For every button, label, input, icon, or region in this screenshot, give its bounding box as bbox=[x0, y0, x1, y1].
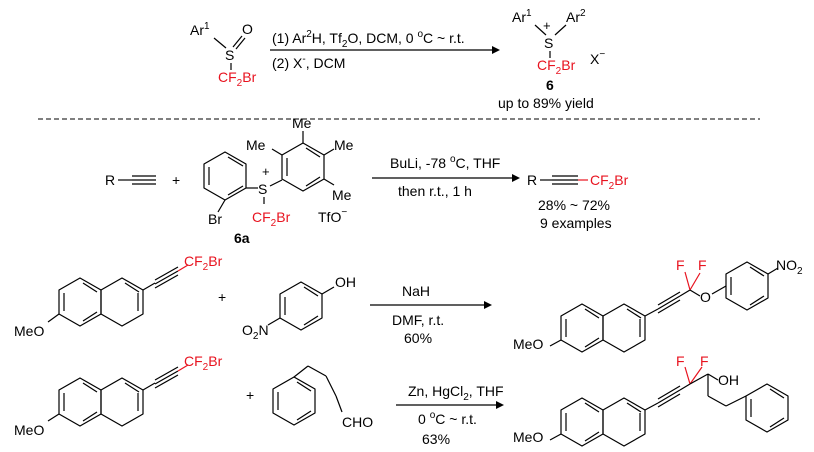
sulfonium-s: S bbox=[544, 35, 553, 51]
alcohol-product: MeO F F OH bbox=[513, 353, 789, 447]
phenylpropanal: CHO bbox=[272, 365, 373, 430]
svg-text:Me: Me bbox=[334, 137, 354, 153]
row2-condition-2: DMF, r.t. bbox=[392, 312, 444, 328]
alkyne-r: R bbox=[105, 172, 115, 188]
svg-text:OH: OH bbox=[718, 372, 739, 388]
reaction-row-3: MeO CF2Br + CHO Zn, HgCl2, THF 0 oC ~ r.… bbox=[14, 353, 789, 447]
top-condition-2: (2) X-, DCM bbox=[272, 54, 345, 71]
sulfur-6a: S bbox=[258, 181, 267, 197]
svg-text:MeO: MeO bbox=[14, 323, 44, 339]
sulfur-label: S bbox=[225, 47, 234, 63]
svg-text:CF2Br: CF2Br bbox=[184, 253, 223, 273]
row1-yield: 28% ~ 72% bbox=[538, 197, 610, 213]
row3-condition-1: Zn, HgCl2, THF bbox=[408, 383, 504, 403]
product-cf2br: CF2Br bbox=[590, 172, 629, 192]
svg-text:OH: OH bbox=[335, 274, 356, 290]
plus-sign-1: + bbox=[172, 172, 180, 188]
row3-yield: 63% bbox=[422, 431, 450, 447]
plus-sign-3: + bbox=[246, 387, 254, 403]
reaction-row-2: MeO CF2Br + OH O2N NaH DMF, r.t. 60% bbox=[14, 253, 803, 353]
row2-condition-1: NaH bbox=[402, 283, 430, 299]
compound-label-6: 6 bbox=[546, 77, 554, 93]
svg-text:+: + bbox=[262, 164, 270, 179]
svg-text:O: O bbox=[700, 289, 711, 305]
svg-text:F: F bbox=[698, 257, 707, 273]
ar1-sup: 1 bbox=[204, 21, 210, 32]
svg-text:Ar2: Ar2 bbox=[566, 8, 586, 25]
svg-text:MeO: MeO bbox=[513, 336, 543, 352]
sulfonium-product: Ar1 + S Ar2 CF2Br X− 6 up to 89% yield bbox=[498, 8, 605, 111]
row3-condition-2: 0 oC ~ r.t. bbox=[418, 410, 477, 427]
svg-text:CF2Br: CF2Br bbox=[218, 69, 257, 89]
aryl-ether-product: MeO F F O NO2 bbox=[513, 257, 803, 353]
svg-text:Me: Me bbox=[292, 115, 312, 131]
svg-text:CF2Br: CF2Br bbox=[184, 353, 223, 373]
svg-text:F: F bbox=[676, 257, 685, 273]
row1-condition-1: BuLi, -78 oC, THF bbox=[390, 154, 500, 171]
svg-text:F: F bbox=[700, 353, 709, 369]
nitrophenol: OH O2N bbox=[242, 274, 356, 342]
svg-text:Me: Me bbox=[246, 137, 266, 153]
top-yield: up to 89% yield bbox=[498, 95, 594, 111]
naphthyl-alkyne-reactant-2: MeO CF2Br bbox=[14, 253, 223, 339]
svg-text:F: F bbox=[676, 353, 685, 369]
ar1-label: Ar bbox=[190, 22, 204, 38]
svg-text:TfO−: TfO− bbox=[318, 207, 347, 225]
row1-examples: 9 examples bbox=[540, 215, 612, 231]
triflate-anion: TfO bbox=[318, 209, 341, 225]
row1-condition-2: then r.t., 1 h bbox=[398, 183, 472, 199]
cf2-label: CF bbox=[218, 69, 237, 85]
svg-text:X−: X− bbox=[590, 49, 605, 67]
sulfoxide-reactant: Ar1 S O CF2Br bbox=[190, 21, 257, 89]
reaction-row-1: R + Br + S Me Me Me bbox=[105, 115, 629, 246]
top-scheme: Ar1 S O CF2Br (1) Ar2H, Tf2O, DCM, 0 oC … bbox=[190, 8, 605, 111]
product-r: R bbox=[527, 172, 537, 188]
compound-label-6a: 6a bbox=[234, 230, 250, 246]
svg-text:Ar1: Ar1 bbox=[512, 8, 532, 25]
br-label: Br bbox=[242, 69, 256, 85]
svg-text:MeO: MeO bbox=[14, 422, 44, 438]
oxygen-label: O bbox=[242, 21, 253, 37]
cf2-sub: 2 bbox=[237, 78, 243, 89]
svg-text:Me: Me bbox=[332, 187, 352, 203]
sulfonium-plus: + bbox=[543, 18, 551, 33]
top-condition-1: (1) Ar2H, Tf2O, DCM, 0 oC ~ r.t. bbox=[272, 29, 465, 50]
svg-text:O2N: O2N bbox=[242, 322, 269, 342]
svg-text:CF2Br: CF2Br bbox=[252, 209, 291, 229]
naphthyl-alkyne-reactant-3: MeO CF2Br bbox=[14, 353, 223, 438]
svg-text:MeO: MeO bbox=[513, 429, 543, 445]
counter-anion: X bbox=[590, 51, 600, 67]
svg-text:CF2Br: CF2Br bbox=[537, 57, 576, 77]
svg-text:CHO: CHO bbox=[342, 414, 373, 430]
reagent-6a: Br + S Me Me Me Me CF2Br TfO− 6a bbox=[203, 115, 354, 246]
plus-sign-2: + bbox=[218, 289, 226, 305]
svg-text:NO2: NO2 bbox=[776, 257, 803, 277]
svg-text:Br: Br bbox=[208, 211, 222, 227]
svg-text:Ar1: Ar1 bbox=[190, 21, 210, 38]
row2-yield: 60% bbox=[404, 330, 432, 346]
